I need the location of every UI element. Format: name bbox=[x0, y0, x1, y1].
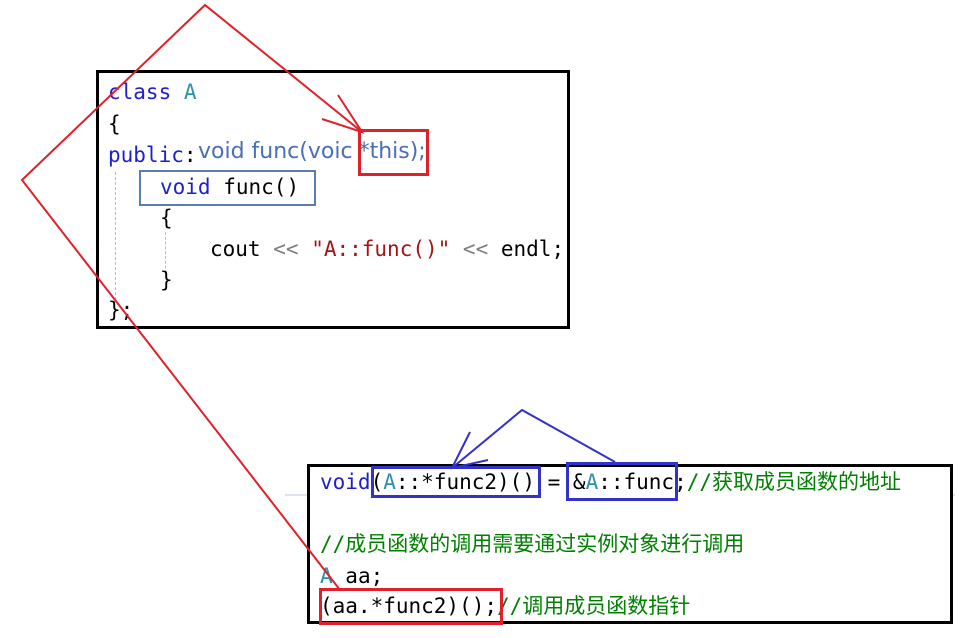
method-name: func() bbox=[223, 175, 300, 199]
code-line-cout: cout << "A::func()" << endl; bbox=[210, 237, 564, 261]
address-highlight-box bbox=[566, 462, 678, 501]
member-function-name: ::func bbox=[598, 470, 675, 494]
indent-guide bbox=[115, 172, 116, 300]
keyword-void: void bbox=[160, 175, 211, 199]
comment-call-pointer: //调用成员函数指针 bbox=[497, 594, 691, 618]
instance-declaration: aa; bbox=[332, 564, 384, 588]
class-name: A bbox=[383, 470, 396, 494]
annotation-signature: void func(voic bbox=[198, 139, 353, 164]
keyword-class: class bbox=[108, 80, 172, 104]
shift-operator: << bbox=[462, 237, 489, 261]
endl-token: endl; bbox=[500, 237, 565, 261]
string-literal: "A::func()" bbox=[311, 237, 451, 261]
comment-call-via-instance: //成员函数的调用需要通过实例对象进行调用 bbox=[320, 532, 745, 556]
keyword-void: void bbox=[320, 470, 371, 494]
annotation-semicolon: ; bbox=[418, 139, 426, 164]
code-line-method-open-brace: { bbox=[160, 206, 173, 230]
member-pointer-call: (aa.*func2)(); bbox=[320, 594, 498, 618]
indent-guide bbox=[165, 232, 166, 278]
code-line-class: class A bbox=[108, 80, 197, 104]
comment-get-address: //获取成员函数的地址 bbox=[686, 470, 902, 494]
member-pointer-usage-panel bbox=[307, 464, 953, 624]
annotation-this: *this) bbox=[358, 139, 419, 164]
shift-operator: << bbox=[273, 237, 299, 261]
class-name: A bbox=[320, 564, 333, 588]
code-line-public: public: bbox=[108, 143, 197, 167]
cout-token: cout bbox=[210, 237, 261, 261]
keyword-public: public bbox=[108, 143, 184, 167]
class-name: A bbox=[183, 80, 197, 104]
code-line-open-brace: { bbox=[108, 112, 121, 136]
method-highlight-box bbox=[139, 170, 316, 206]
this-highlight-box bbox=[358, 129, 429, 176]
public-colon: : bbox=[183, 143, 197, 167]
code-line-instance: A aa; bbox=[320, 564, 383, 588]
address-of-operator: & bbox=[572, 470, 586, 494]
code-line-pointer-declaration: void(A::*func2)() = &A::func;//获取成员函数的地址 bbox=[320, 470, 901, 494]
red-connector-arrow bbox=[20, 3, 365, 591]
call-highlight-box bbox=[319, 588, 503, 625]
code-line-method-signature: void func() bbox=[160, 175, 299, 199]
class-name: A bbox=[585, 470, 599, 494]
this-pointer-annotation: void func(voic*this); bbox=[198, 140, 426, 164]
code-line-pointer-call: (aa.*func2)();//调用成员函数指针 bbox=[320, 594, 690, 618]
assign-operator: = bbox=[534, 470, 573, 494]
pointer-type-rest: ::*func2)() bbox=[395, 470, 535, 494]
class-definition-panel bbox=[96, 70, 570, 329]
code-line-method-close-brace: } bbox=[160, 268, 173, 292]
blue-connector-arrow bbox=[450, 408, 616, 470]
